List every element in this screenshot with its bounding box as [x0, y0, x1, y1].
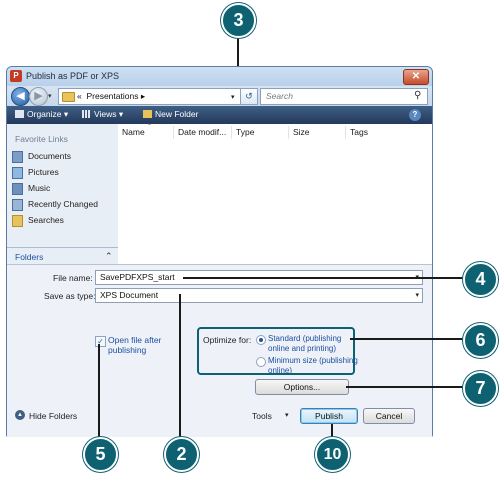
organize-menu[interactable]: Organize ▾: [15, 109, 68, 120]
search-input[interactable]: Search ⚲: [260, 88, 428, 105]
tools-menu[interactable]: Tools: [252, 411, 272, 421]
sidebar-item-pictures[interactable]: Pictures: [11, 166, 115, 180]
folder-icon: [62, 92, 75, 102]
views-icon: [82, 110, 91, 118]
column-label: Name: [122, 127, 145, 137]
sidebar-item-documents[interactable]: Documents: [11, 150, 115, 164]
chevron-right-icon[interactable]: ▸: [140, 91, 146, 101]
new-folder-label: New Folder: [155, 109, 199, 119]
folders-label: Folders: [15, 252, 44, 262]
sort-up-icon: ⌃: [147, 124, 153, 130]
sidebar-item-searches[interactable]: Searches: [11, 214, 115, 228]
address-bar[interactable]: « Presentations ▸ ▾: [58, 88, 241, 105]
minimum-size-radio[interactable]: [256, 357, 266, 367]
toolbar: Organize ▾ Views ▾ New Folder ?: [7, 106, 432, 124]
save-type-select[interactable]: XPS Document ▾: [95, 288, 423, 303]
organize-icon: [15, 110, 24, 118]
optimize-label: Optimize for:: [203, 335, 252, 345]
column-header-name[interactable]: Name ⌃: [118, 124, 174, 139]
dialog-title: Publish as PDF or XPS: [26, 71, 120, 81]
sidebar-item-music[interactable]: Music: [11, 182, 115, 196]
app-icon: P: [10, 70, 22, 82]
column-header-tags[interactable]: Tags: [350, 127, 368, 137]
callout-3: 3: [221, 3, 256, 38]
tools-dropdown-icon[interactable]: ▾: [285, 412, 289, 419]
open-after-label-1: Open file after: [108, 335, 162, 345]
cancel-button[interactable]: Cancel: [363, 408, 415, 424]
column-header-size[interactable]: Size: [289, 126, 346, 139]
callout-5: 5: [83, 437, 118, 472]
callout-2: 2: [164, 437, 199, 472]
callout-2-leader: [179, 294, 181, 440]
sidebar-item-label: Documents: [28, 151, 71, 161]
callout-7: 7: [463, 371, 498, 406]
callout-4: 4: [463, 262, 498, 297]
close-button[interactable]: ✕: [403, 69, 429, 85]
callout-4-leader: [183, 277, 464, 279]
publish-button[interactable]: Publish: [300, 408, 358, 424]
minimum-label-1: Minimum size (publishing: [268, 356, 358, 365]
documents-icon: [12, 151, 23, 163]
recent-icon: [12, 199, 23, 211]
chevron-down-icon[interactable]: ▾: [415, 292, 419, 299]
address-dropdown-icon[interactable]: ▾: [231, 94, 235, 101]
standard-label-2: online and printing): [268, 344, 337, 353]
history-dropdown-icon[interactable]: ▾: [48, 93, 52, 100]
favorite-links-header: Favorite Links: [15, 134, 68, 144]
folders-toggle[interactable]: Folders ⌃: [7, 247, 118, 265]
refresh-icon[interactable]: ↺: [240, 88, 258, 105]
sidebar-item-label: Searches: [28, 215, 64, 225]
pictures-icon: [12, 167, 23, 179]
callout-10-leader: [331, 424, 333, 440]
sidebar-item-label: Pictures: [28, 167, 59, 177]
chevron-up-icon: ⌃: [105, 251, 113, 261]
callout-5-leader: [98, 344, 100, 440]
column-header-type[interactable]: Type: [232, 126, 289, 139]
sidebar-item-recently-changed[interactable]: Recently Changed: [11, 198, 115, 212]
search-placeholder: Search: [266, 91, 293, 101]
callout-6: 6: [463, 323, 498, 358]
navigation-pane: Favorite Links Documents Pictures Music …: [7, 124, 119, 265]
hide-folders-icon[interactable]: ▲: [15, 410, 25, 420]
searches-icon: [12, 215, 23, 227]
options-button[interactable]: Options...: [255, 379, 349, 395]
organize-label: Organize ▾: [27, 109, 69, 119]
hide-folders-link[interactable]: Hide Folders: [29, 411, 78, 421]
search-icon[interactable]: ⚲: [414, 90, 422, 101]
callout-7-leader: [346, 386, 464, 388]
file-name-label: File name:: [53, 273, 93, 283]
standard-label-1: Standard (publishing: [268, 334, 342, 343]
callout-6-leader: [350, 338, 464, 340]
back-arrow-icon[interactable]: ◀: [11, 87, 30, 106]
help-icon[interactable]: ?: [409, 109, 421, 121]
column-header-date[interactable]: Date modif...: [174, 126, 232, 139]
new-folder-button[interactable]: New Folder: [143, 109, 198, 119]
standard-radio[interactable]: [256, 335, 266, 345]
save-options-area: File name: SavePDFXPS_start ▾ Save as ty…: [7, 264, 432, 437]
save-type-value: XPS Document: [100, 290, 159, 300]
music-icon: [12, 183, 23, 195]
save-type-label: Save as type:: [44, 291, 96, 301]
file-name-value: SavePDFXPS_start: [100, 272, 175, 282]
sidebar-item-label: Recently Changed: [28, 199, 98, 209]
address-row: ◀ ▶ ▾ « Presentations ▸ ▾ ↺ Search ⚲: [7, 86, 432, 106]
minimum-label-2: online): [268, 366, 293, 375]
publish-dialog: P Publish as PDF or XPS ✕ ◀ ▶ ▾ « Presen…: [6, 66, 433, 437]
views-label: Views ▾: [94, 109, 124, 119]
title-bar: P Publish as PDF or XPS ✕: [7, 67, 432, 86]
new-folder-icon: [143, 110, 152, 118]
open-after-checkbox[interactable]: ✓: [95, 336, 106, 347]
open-after-label-2: publishing: [108, 345, 147, 355]
views-menu[interactable]: Views ▾: [82, 109, 123, 120]
address-prefix: «: [77, 91, 82, 101]
file-list[interactable]: Name ⌃ Date modif... Type Size Tags: [118, 124, 432, 264]
callout-3-leader: [237, 33, 239, 91]
sidebar-item-label: Music: [28, 183, 51, 193]
callout-10: 10: [315, 437, 350, 472]
optimize-highlight: [197, 327, 355, 375]
address-location[interactable]: Presentations: [86, 91, 139, 101]
forward-arrow-icon[interactable]: ▶: [29, 87, 48, 106]
